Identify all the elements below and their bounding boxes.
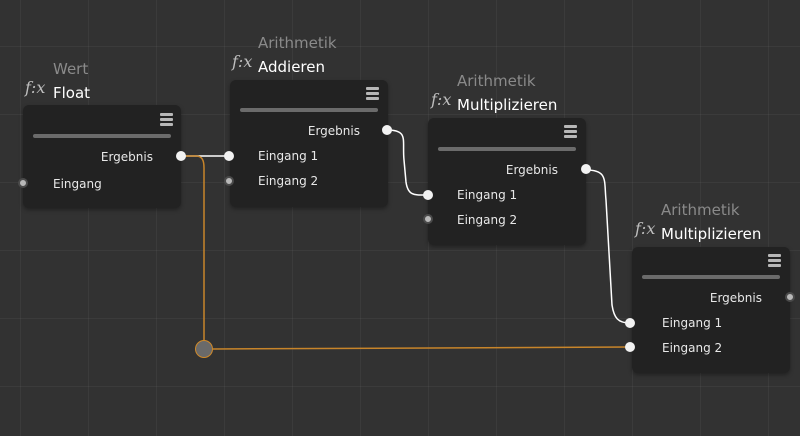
mul2-input-1-port[interactable] bbox=[625, 318, 635, 328]
input-2-label: Eingang 2 bbox=[258, 174, 319, 188]
input-2-label: Eingang 2 bbox=[662, 341, 723, 355]
add-input-2-port[interactable] bbox=[224, 176, 234, 186]
float-input-port[interactable] bbox=[18, 178, 28, 188]
reroute-dot[interactable] bbox=[195, 340, 213, 358]
mul2-input-2-port[interactable] bbox=[625, 342, 635, 352]
node-title[interactable]: Float bbox=[53, 84, 91, 102]
mul1-node[interactable]: Ergebnis Eingang 1 Eingang 2 bbox=[428, 118, 586, 245]
mul1-input-1-port[interactable] bbox=[423, 190, 433, 200]
float-node[interactable]: Ergebnis Eingang bbox=[23, 105, 181, 208]
wire-reroute-to-mul2[interactable] bbox=[212, 346, 631, 350]
node-title[interactable]: Addieren bbox=[258, 58, 326, 76]
hamburger-menu-icon[interactable] bbox=[768, 254, 781, 268]
output-label: Ergebnis bbox=[709, 291, 762, 305]
function-icon: f:x bbox=[25, 78, 46, 97]
mul2-output-port[interactable] bbox=[785, 292, 795, 302]
wire-float-to-reroute[interactable] bbox=[181, 155, 205, 340]
wire-mul1-to-mul2[interactable] bbox=[585, 169, 631, 324]
float-output-port[interactable] bbox=[176, 151, 186, 161]
add-output-port[interactable] bbox=[382, 125, 392, 135]
node-category: Arithmetik bbox=[661, 201, 740, 219]
output-label: Ergebnis bbox=[505, 163, 558, 177]
input-1-label: Eingang 1 bbox=[457, 188, 518, 202]
node-category: Wert bbox=[53, 60, 89, 78]
input-label: Eingang bbox=[53, 177, 102, 191]
node-category: Arithmetik bbox=[457, 72, 536, 90]
input-1-label: Eingang 1 bbox=[258, 149, 319, 163]
output-label: Ergebnis bbox=[307, 124, 360, 138]
wire-add-to-mul1[interactable] bbox=[386, 129, 429, 196]
function-icon: f:x bbox=[635, 219, 656, 238]
node-divider-bar bbox=[33, 134, 171, 138]
input-1-label: Eingang 1 bbox=[662, 316, 723, 330]
function-icon: f:x bbox=[232, 52, 253, 71]
node-divider-bar bbox=[438, 147, 576, 151]
node-divider-bar bbox=[240, 108, 378, 112]
mul1-input-2-port[interactable] bbox=[423, 214, 433, 224]
input-2-label: Eingang 2 bbox=[457, 213, 518, 227]
node-title[interactable]: Multiplizieren bbox=[661, 225, 762, 243]
node-divider-bar bbox=[642, 275, 780, 279]
node-category: Arithmetik bbox=[258, 34, 337, 52]
hamburger-menu-icon[interactable] bbox=[564, 125, 577, 139]
add-input-1-port[interactable] bbox=[224, 151, 234, 161]
mul2-node[interactable]: Ergebnis Eingang 1 Eingang 2 bbox=[632, 247, 790, 373]
add-node[interactable]: Ergebnis Eingang 1 Eingang 2 bbox=[230, 80, 388, 207]
function-icon: f:x bbox=[431, 90, 452, 109]
mul1-output-port[interactable] bbox=[581, 164, 591, 174]
output-label: Ergebnis bbox=[100, 150, 153, 164]
node-title[interactable]: Multiplizieren bbox=[457, 96, 558, 114]
hamburger-menu-icon[interactable] bbox=[160, 113, 173, 127]
hamburger-menu-icon[interactable] bbox=[366, 87, 379, 101]
